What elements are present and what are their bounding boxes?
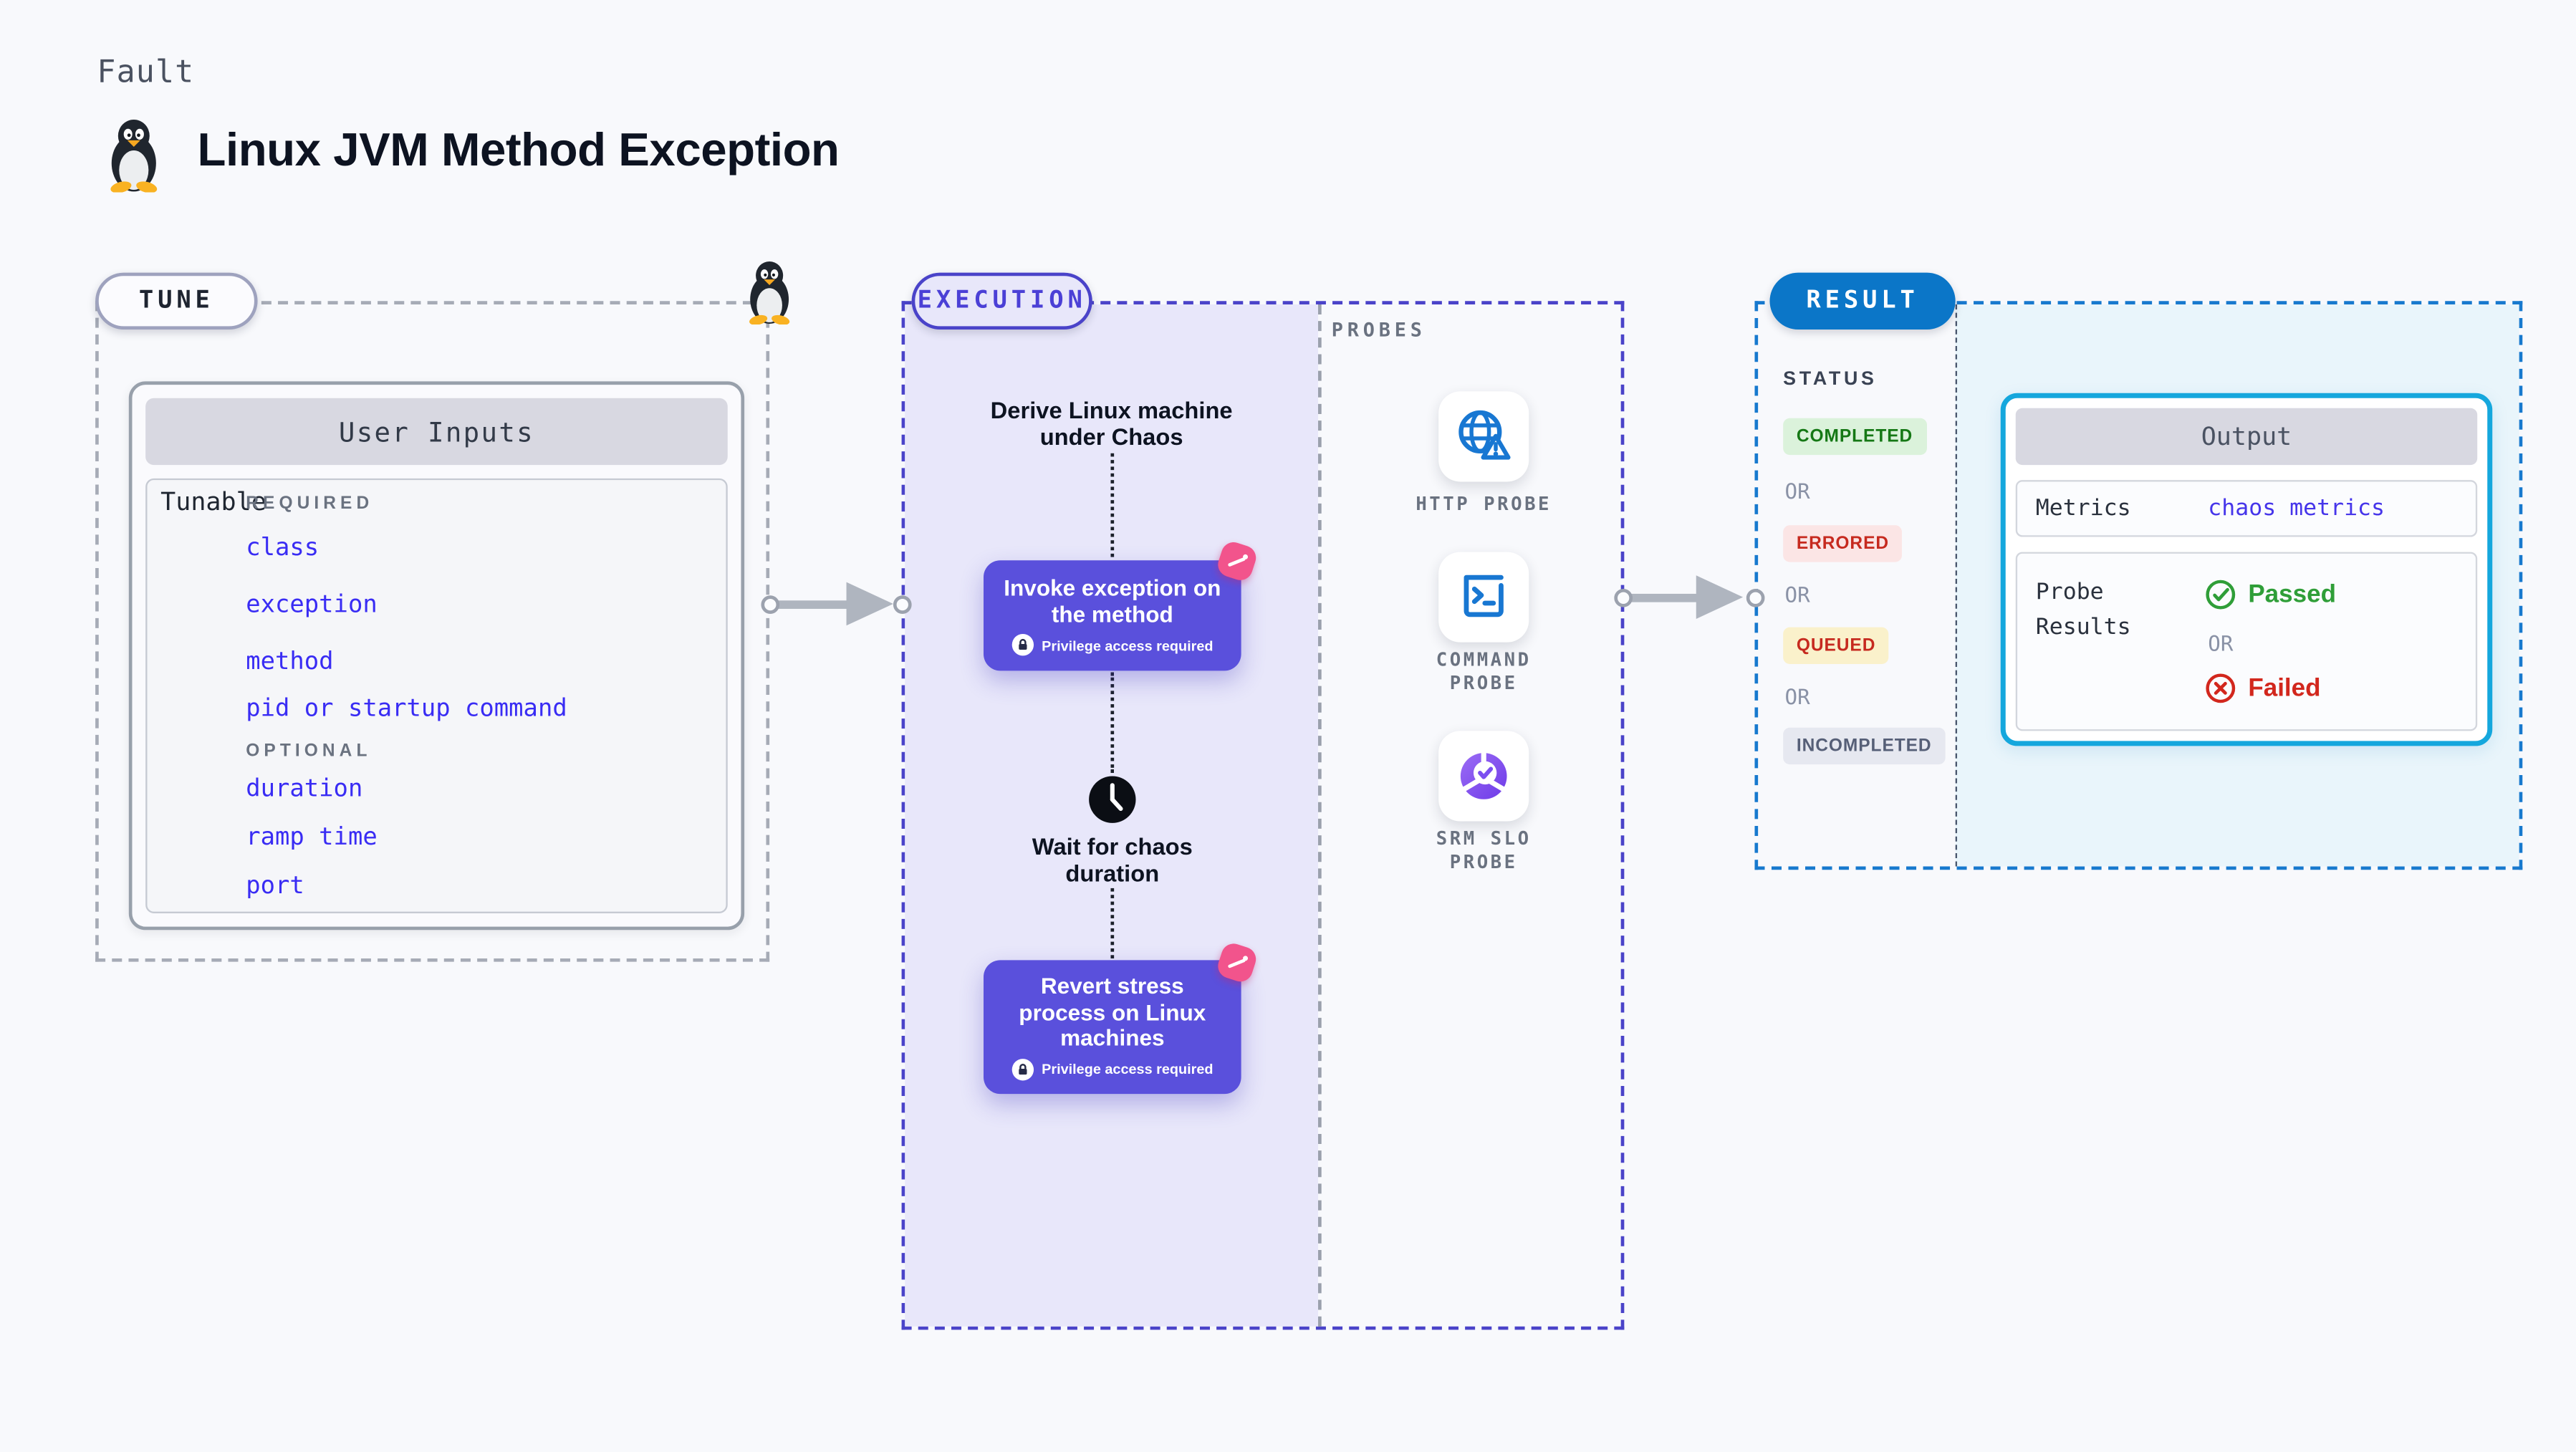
step-wait-duration: Wait for chaos duration	[1032, 832, 1193, 887]
result-section-outline	[1754, 301, 2523, 870]
arrow-head-icon	[1696, 575, 1744, 619]
lock-icon	[1011, 633, 1034, 656]
passed-label: Passed	[2248, 580, 2337, 609]
srm-slo-probe-label: SRM SLO PROBE	[1436, 827, 1532, 872]
srm-slo-probe-card	[1438, 731, 1529, 822]
flow-connector	[1110, 672, 1115, 773]
tunable-exception[interactable]: exception	[246, 592, 378, 619]
slo-gauge-icon	[1460, 751, 1507, 799]
check-circle-icon	[2206, 580, 2236, 610]
flow-connector	[1110, 888, 1115, 958]
tux-penguin-corner-icon	[749, 261, 790, 325]
card-title: Invoke exception on the method	[1004, 575, 1221, 627]
status-heading: STATUS	[1783, 370, 1878, 390]
arrow-end-dot	[892, 595, 911, 613]
http-probe-card	[1438, 391, 1529, 482]
privilege-note: Privilege access required	[1042, 636, 1213, 653]
tunable-ramp-time[interactable]: ramp time	[246, 824, 378, 852]
passed-status: Passed	[2205, 579, 2336, 610]
failed-label: Failed	[2248, 674, 2321, 703]
probe-results-row	[2015, 552, 2478, 731]
tux-penguin-icon	[110, 120, 158, 193]
tunable-method[interactable]: method	[246, 649, 334, 676]
tunable-duration[interactable]: duration	[246, 776, 363, 803]
optional-group-label: OPTIONAL	[246, 741, 372, 761]
privilege-row: Privilege access required	[1011, 1058, 1213, 1080]
result-badge: RESULT	[1769, 272, 1956, 330]
http-probe-label: HTTP PROBE	[1416, 493, 1552, 516]
arrow-end-dot	[1745, 587, 1764, 607]
arrow-start-dot	[1613, 587, 1632, 607]
tunable-port[interactable]: port	[246, 872, 304, 900]
arrow-shaft	[776, 600, 848, 608]
flow-connector	[1110, 453, 1115, 557]
metrics-row	[2015, 480, 2478, 537]
step-derive-machine: Derive Linux machine under Chaos	[990, 396, 1233, 451]
status-badge-completed: COMPLETED	[1783, 418, 1926, 456]
or-label: OR	[1784, 478, 1810, 504]
or-label: OR	[1784, 582, 1810, 607]
status-badge-queued: QUEUED	[1783, 627, 1890, 665]
output-title: Output	[2015, 408, 2478, 466]
probe-results-label: Probe Results	[2035, 578, 2131, 641]
tune-section-outline	[95, 301, 770, 962]
x-circle-icon	[2206, 673, 2236, 703]
or-label: OR	[1784, 684, 1810, 710]
step-invoke-exception-card: Invoke exception on the method Privilege…	[984, 560, 1241, 671]
tunable-pid-or-startup-command[interactable]: pid or startup command	[246, 696, 567, 723]
probes-divider	[1318, 304, 1322, 1327]
arrow-shaft	[1629, 592, 1698, 602]
failed-status: Failed	[2205, 673, 2321, 704]
command-probe-card	[1438, 552, 1529, 643]
page-title: Linux JVM Method Exception	[197, 123, 840, 176]
probes-heading: PROBES	[1331, 317, 1426, 342]
privilege-row: Privilege access required	[1011, 633, 1213, 656]
terminal-icon	[1464, 574, 1504, 617]
arrow-head-icon	[846, 582, 893, 626]
status-badge-errored: ERRORED	[1783, 525, 1903, 562]
arrow-start-dot	[760, 595, 779, 613]
execution-badge: EXECUTION	[911, 272, 1092, 330]
user-inputs-title: User Inputs	[145, 398, 728, 466]
tunables-panel	[145, 478, 728, 913]
chaos-metrics-link[interactable]: chaos metrics	[2208, 495, 2385, 522]
fault-eyebrow: Fault	[97, 55, 195, 91]
or-label: OR	[2208, 630, 2234, 656]
tunable-class[interactable]: class	[246, 535, 319, 562]
status-badge-incompleted: INCOMPLETED	[1783, 727, 1946, 765]
lock-icon	[1011, 1058, 1034, 1080]
metrics-label: Metrics	[2035, 495, 2131, 522]
required-group-label: REQUIRED	[246, 493, 374, 514]
tunable-row-label: Tunable	[160, 486, 266, 517]
globe-alert-icon	[1458, 410, 1511, 460]
command-probe-label: COMMAND PROBE	[1436, 649, 1532, 693]
card-title: Revert stress process on Linux machines	[1019, 973, 1206, 1052]
privilege-note: Privilege access required	[1042, 1061, 1213, 1078]
clock-icon	[1089, 776, 1136, 823]
step-revert-stress-card: Revert stress process on Linux machines …	[984, 960, 1241, 1095]
tune-badge: TUNE	[95, 272, 258, 330]
